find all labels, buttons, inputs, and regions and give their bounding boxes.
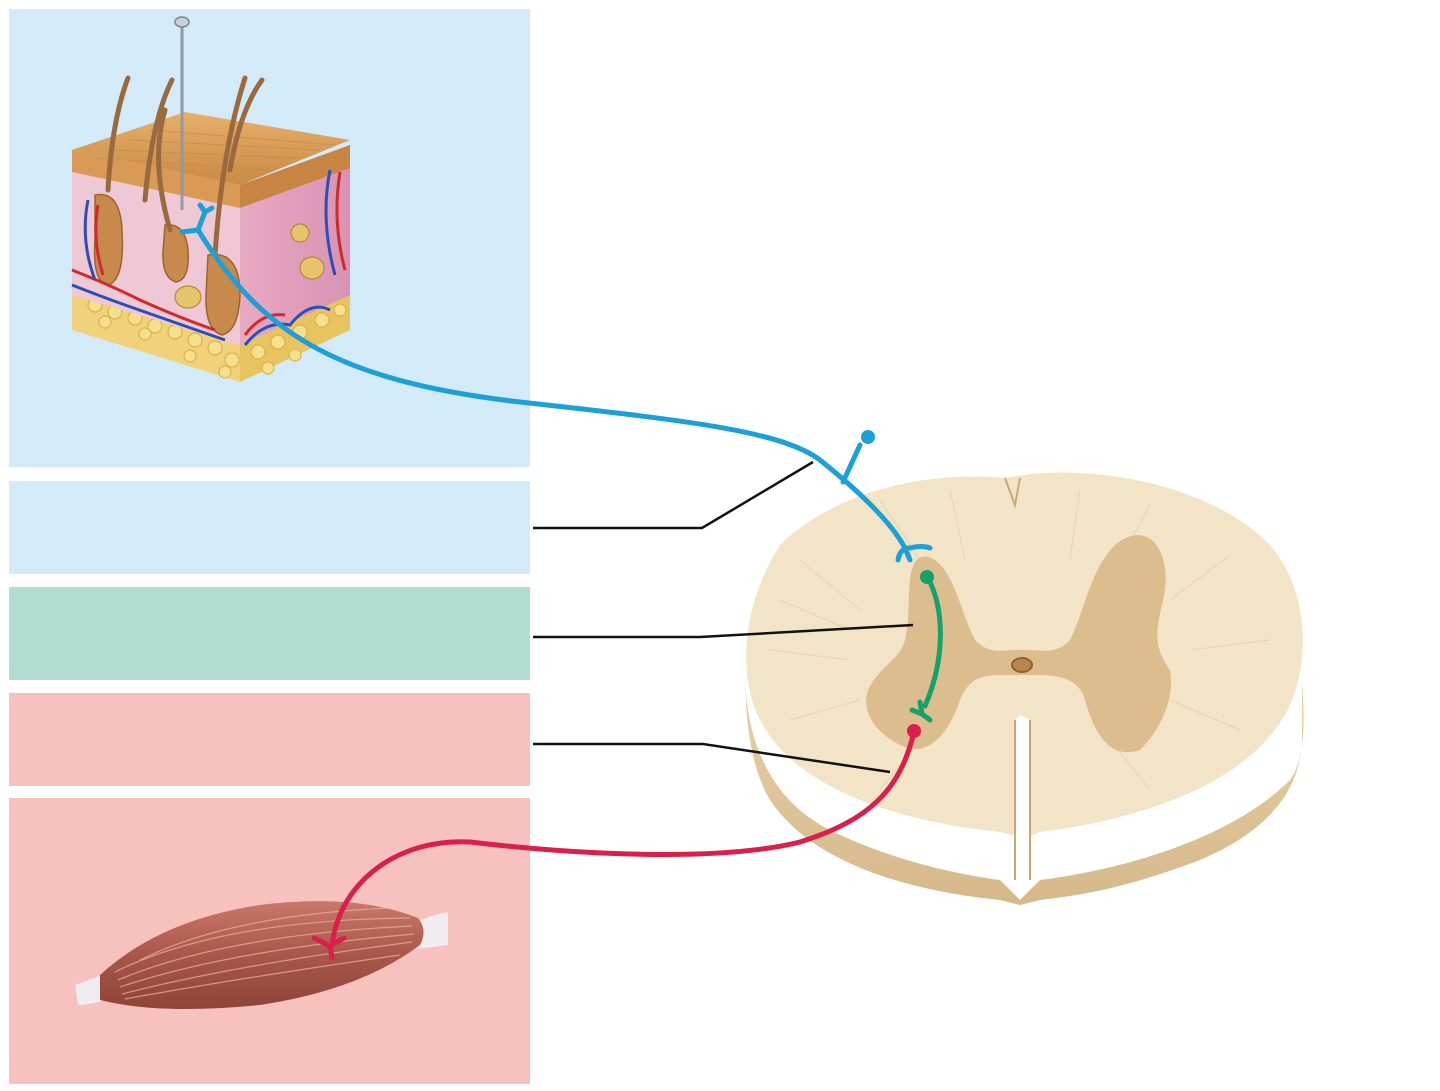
spinal-cord-illustration <box>745 472 1304 905</box>
interneuron-pathway <box>909 575 943 723</box>
muscle-belly <box>100 901 424 1009</box>
label-panel-sensory-neuron[interactable] <box>9 481 530 574</box>
sensory-neuron-pathway <box>179 202 933 563</box>
blood-vessels <box>71 169 347 346</box>
interneuron-cell-body <box>920 570 934 584</box>
skin-illustration <box>71 16 350 382</box>
leader-line-interneuron <box>533 623 914 639</box>
leader-lines <box>533 460 914 774</box>
skin-dermis-side <box>240 165 350 345</box>
leader-line-motor-neuron <box>533 742 891 774</box>
gray-matter <box>866 535 1171 753</box>
motor-neuron-pathway <box>311 729 917 961</box>
label-panel-motor-neuron[interactable] <box>9 693 530 786</box>
skin-surface <box>72 112 350 185</box>
central-canal <box>1011 657 1033 673</box>
hair-shafts <box>105 75 265 258</box>
motor-neuron-cell-body <box>907 724 921 738</box>
label-panel-interneuron[interactable] <box>9 587 530 680</box>
sensory-neuron-cell-body <box>861 430 875 444</box>
pin <box>174 16 190 210</box>
hair-follicles <box>93 193 241 336</box>
muscle-illustration <box>75 901 448 1009</box>
leader-line-sensory-neuron <box>533 460 814 530</box>
